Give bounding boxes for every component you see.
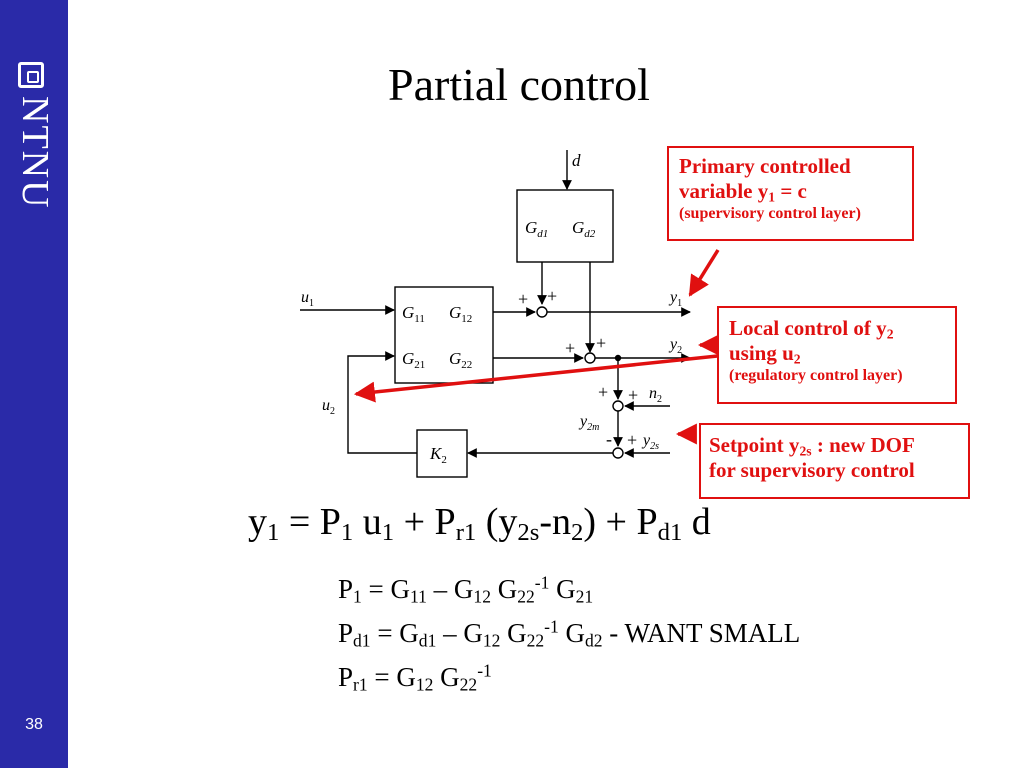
sign-plus: +	[518, 289, 528, 309]
sign-plus: +	[547, 286, 557, 306]
block-gd2: Gd2	[572, 218, 596, 240]
page-number: 38	[25, 716, 43, 733]
sign-plus: +	[628, 385, 638, 405]
equation-p1: P1 = G11 – G12 G22-1 G21	[338, 572, 594, 607]
signal-y2s: y2s	[641, 432, 659, 452]
callout-local: Local control of y2 using u2 (regulatory…	[717, 306, 957, 404]
sign-minus: -	[606, 429, 612, 449]
signal-u2: u2	[322, 397, 335, 417]
summer-n2	[612, 400, 624, 412]
summer-y1	[536, 306, 548, 318]
callout-primary: Primary controlled variable y1 = c (supe…	[667, 146, 914, 241]
slide-title: Partial control	[388, 59, 650, 110]
signal-y2: y2	[668, 336, 682, 356]
summer-y2	[584, 352, 596, 364]
main-equation: y1 = P1 u1 + Pr1 (y2s-n2) + Pd1 d	[248, 501, 711, 547]
block-gd1: Gd1	[525, 218, 548, 240]
block-g22: G22	[449, 349, 472, 371]
block-g12: G12	[449, 303, 472, 325]
g-block	[394, 286, 494, 384]
signal-d: d	[572, 151, 581, 170]
ntnu-logo-icon	[18, 62, 44, 88]
block-g11: G11	[402, 303, 425, 325]
summer-error	[612, 447, 624, 459]
equation-pr1: Pr1 = G12 G22-1	[338, 660, 492, 695]
equation-pd1: Pd1 = Gd1 – G12 G22-1 Gd2 - WANT SMALL	[338, 616, 801, 651]
signal-y1: y1	[668, 289, 682, 309]
sign-plus: +	[598, 382, 608, 402]
signal-u1: u1	[301, 289, 314, 309]
gd-block	[516, 189, 614, 263]
sign-plus: +	[596, 333, 606, 353]
signal-n2: n2	[649, 385, 662, 405]
sidebar: NTNU 38	[0, 0, 68, 768]
callout-setpoint: Setpoint y2s : new DOF for supervisory c…	[699, 423, 970, 499]
block-g21: G21	[402, 349, 425, 371]
ntnu-logo-text: NTNU	[14, 96, 56, 210]
sign-plus: +	[627, 430, 637, 450]
signal-y2m: y2m	[578, 413, 599, 433]
sign-plus: +	[565, 338, 575, 358]
block-k2: K2	[429, 444, 447, 466]
